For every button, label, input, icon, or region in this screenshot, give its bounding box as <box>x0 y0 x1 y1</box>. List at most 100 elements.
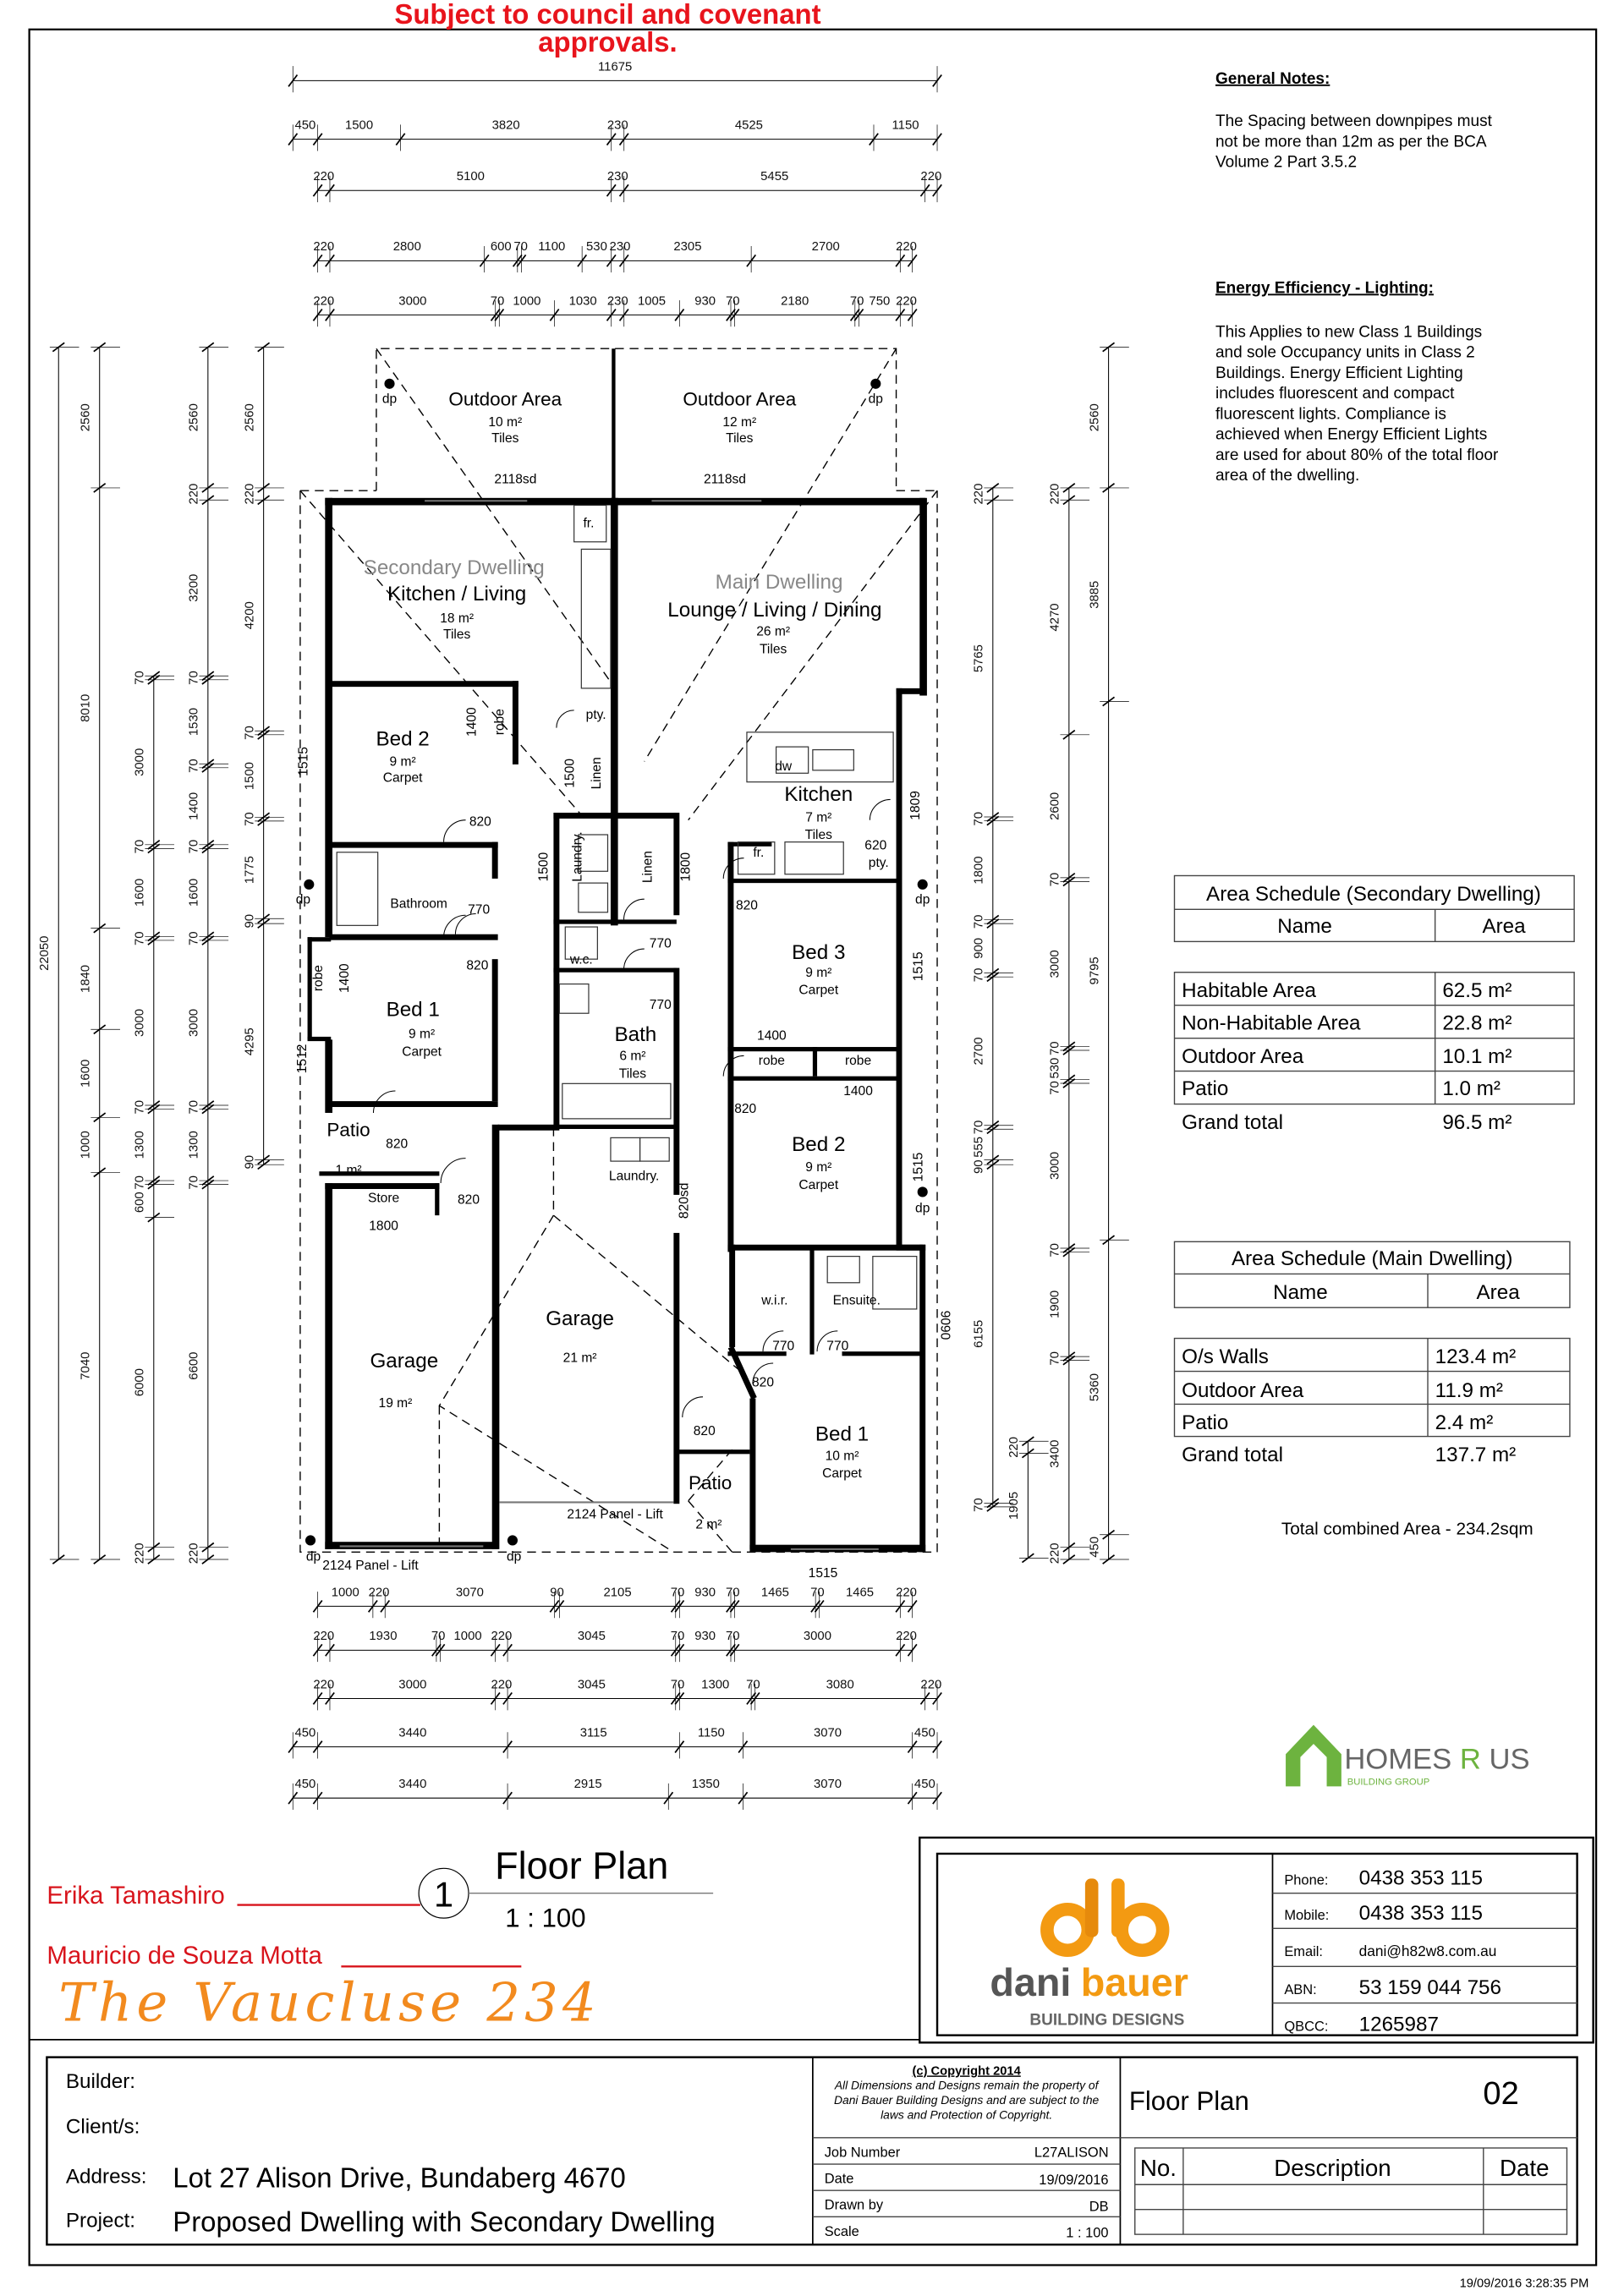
dimension-label: 450 <box>914 1778 935 1791</box>
email-link[interactable]: dani@h82w8.com.au <box>1359 1943 1497 1959</box>
dimension-label: 90 <box>550 1586 564 1599</box>
room-label: 9 m² <box>805 1160 831 1175</box>
dimension-label: 220 <box>973 484 986 505</box>
downpipe-icon <box>384 378 395 389</box>
room-label: Lounge / Living / Dining <box>667 599 881 622</box>
wall <box>727 1351 787 1356</box>
dimension-label: 600 <box>491 240 512 254</box>
column-header-area: Area <box>1477 1281 1521 1304</box>
room-label: Tiles <box>726 431 754 446</box>
roof-line <box>688 1500 733 1553</box>
company-contacts: Phone: 0438 353 115 Mobile: 0438 353 115… <box>1272 1866 1577 2036</box>
room-label: Store <box>368 1192 399 1206</box>
row-name: Outdoor Area <box>1182 1045 1304 1068</box>
room-label: 770 <box>650 936 672 951</box>
room-label: Outdoor Area <box>683 389 796 410</box>
area-schedule-main: Area Schedule (Main Dwelling) Name Area … <box>1173 1241 1571 1466</box>
energy-notes-line: fluorescent lights. Compliance is <box>1215 405 1446 423</box>
dimension-label: 70 <box>134 840 147 854</box>
room-label: Garage <box>546 1307 614 1330</box>
job-field-label: Date <box>825 2172 854 2187</box>
dimension-label: 1150 <box>892 119 919 133</box>
room-label: dp <box>296 892 311 907</box>
room-label: 770 <box>468 902 490 917</box>
dimension-label: 70 <box>973 812 986 826</box>
design-name: The Vaucluse 234 <box>58 1971 601 2033</box>
dimension-label: 230 <box>610 240 631 254</box>
room-label: Tiles <box>805 828 833 842</box>
wall <box>896 688 903 1248</box>
room-label: Linen <box>640 851 655 883</box>
dimension-label: 70 <box>134 931 147 945</box>
dimension-label: 1400 <box>188 792 201 820</box>
wall <box>919 1244 926 1553</box>
wall <box>610 497 618 926</box>
room-label: Secondary Dwelling <box>364 556 545 579</box>
dimension-label: 2800 <box>393 240 421 254</box>
door-swing <box>372 1090 396 1113</box>
contact-label: Mobile: <box>1284 1908 1329 1923</box>
dimension-label: 1775 <box>244 856 257 884</box>
fixture <box>564 926 598 960</box>
date-value: 19/09/2016 <box>1039 2173 1108 2188</box>
room-label: 9 m² <box>805 966 831 980</box>
room-label: 1400 <box>337 963 352 993</box>
dimension-label: 70 <box>1049 1351 1062 1366</box>
room-label: 1515 <box>297 747 311 776</box>
room-label: 1515 <box>912 1152 926 1181</box>
room-label: 1800 <box>678 852 693 881</box>
grand-total-value: 137.7 m² <box>1435 1444 1517 1466</box>
approval-note-line-2: approvals. <box>538 26 677 58</box>
dimension-label: 70 <box>746 1678 760 1691</box>
dimension-label: 8010 <box>80 694 93 722</box>
room-label: 770 <box>650 998 672 1012</box>
dimension-label: 2700 <box>973 1037 986 1065</box>
dimension-label: 3070 <box>456 1586 484 1599</box>
project-value: Proposed Dwelling with Secondary Dwellin… <box>173 2206 715 2238</box>
signatory-name: Mauricio de Souza Motta <box>47 1942 322 1970</box>
room-label: Carpet <box>798 1178 838 1192</box>
room-label: Main Dwelling <box>716 571 843 594</box>
wall <box>553 919 677 924</box>
door-swing <box>869 798 891 820</box>
energy-notes-line: Buildings. Energy Efficient Lighting <box>1215 364 1463 382</box>
dimension-label: 9795 <box>1088 956 1101 984</box>
wall <box>673 813 680 916</box>
room-label: robe <box>759 1054 785 1068</box>
dimension-label: 2560 <box>1088 403 1101 431</box>
door-swing <box>454 912 476 934</box>
dimension-label: 70 <box>1049 873 1062 887</box>
wall <box>491 959 498 1102</box>
qbcc-value: 1265987 <box>1359 2013 1439 2036</box>
dimension-label: 220 <box>313 170 334 184</box>
downpipe-icon <box>870 378 881 389</box>
room-label: dp <box>507 1550 522 1564</box>
dimension-label: 230 <box>607 294 628 308</box>
dimension-label: 1300 <box>701 1678 729 1691</box>
energy-notes-line: are used for about 80% of the total floo… <box>1215 447 1499 464</box>
dimension-label: 930 <box>694 1630 716 1643</box>
dimension-label: 3200 <box>188 574 201 602</box>
roof-line <box>688 490 938 821</box>
wall <box>809 1248 815 1355</box>
drawing-title-text: Floor Plan <box>495 1844 668 1887</box>
dimension-label: 600 <box>134 1192 147 1213</box>
roof-line <box>688 1449 733 1502</box>
dimension-label: 220 <box>313 1678 334 1691</box>
downpipe-icon <box>917 879 928 890</box>
contact-label: ABN: <box>1284 1982 1316 1997</box>
wall <box>512 681 518 764</box>
room-label: 1 m² <box>335 1164 361 1178</box>
dimension-label: 70 <box>134 671 147 685</box>
room-label: dp <box>306 1550 321 1564</box>
room-label: Bed 1 <box>387 999 440 1022</box>
dimension-label: 1530 <box>188 708 201 736</box>
room-label: 1500 <box>537 852 551 881</box>
dimension-label: 70 <box>188 1100 201 1115</box>
downpipe-icon <box>304 879 315 890</box>
fixture <box>610 1137 641 1162</box>
signatures: Erika Tamashiro Mauricio de Souza Motta … <box>47 1882 601 2034</box>
roof-line <box>552 1214 748 1378</box>
dimension-label: 7040 <box>80 1352 93 1380</box>
dimension-label: 2600 <box>1049 792 1062 820</box>
